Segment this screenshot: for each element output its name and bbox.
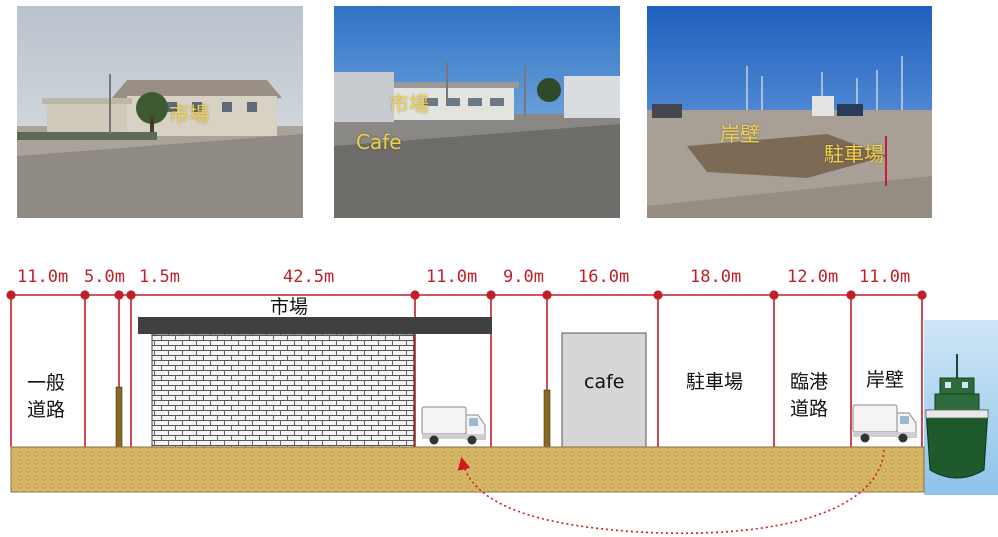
photo-label-cafe: Cafe <box>356 130 402 154</box>
photo-market: 市場 <box>17 6 303 218</box>
dimension-gap: 1.5m <box>139 267 180 287</box>
dimension-lane: 9.0m <box>503 267 544 287</box>
photo-market-cafe: 市場 Cafe <box>334 6 620 218</box>
dimension-cafe: 16.0m <box>578 267 629 287</box>
dimension-port-road: 12.0m <box>787 267 838 287</box>
quay-label: 岸壁 <box>866 369 904 391</box>
truck-icon <box>421 406 486 445</box>
market-roof <box>138 317 492 334</box>
photo-label-market-2: 市場 <box>389 92 429 116</box>
photo-label-market: 市場 <box>169 102 209 126</box>
lane-post <box>543 389 551 448</box>
flow-arrow <box>457 449 885 535</box>
port-road-label-line1: 臨港 <box>790 371 828 393</box>
road-post <box>115 386 123 448</box>
dimension-market: 42.5m <box>283 267 334 287</box>
cafe-label: cafe <box>584 371 624 393</box>
dimension-road: 11.0m <box>17 267 68 287</box>
ground-slab <box>10 446 925 493</box>
photo-label-quay: 岸壁 <box>720 122 760 146</box>
ship-icon <box>925 354 989 479</box>
dimension-labels: 11.0m 5.0m 1.5m 42.5m 11.0m 9.0m 16.0m 1… <box>17 267 910 287</box>
dimension-quay: 11.0m <box>859 267 910 287</box>
truck-icon <box>852 404 917 443</box>
road-label-line2: 道路 <box>27 399 65 421</box>
dimension-parking: 18.0m <box>690 267 741 287</box>
parking-label: 駐車場 <box>686 371 743 393</box>
road-label-line1: 一般 <box>27 372 65 394</box>
dimension-sidewalk: 5.0m <box>84 267 125 287</box>
port-road-label-line2: 道路 <box>790 398 828 420</box>
market-building <box>151 333 415 448</box>
photo-quay-parking: 岸壁 駐車場 <box>647 6 932 218</box>
photo-label-parking: 駐車場 <box>824 142 884 166</box>
market-label: 市場 <box>270 296 308 318</box>
dimension-loading: 11.0m <box>426 267 477 287</box>
cross-section-diagram: 11.0m 5.0m 1.5m 42.5m 11.0m 9.0m 16.0m 1… <box>6 267 998 535</box>
